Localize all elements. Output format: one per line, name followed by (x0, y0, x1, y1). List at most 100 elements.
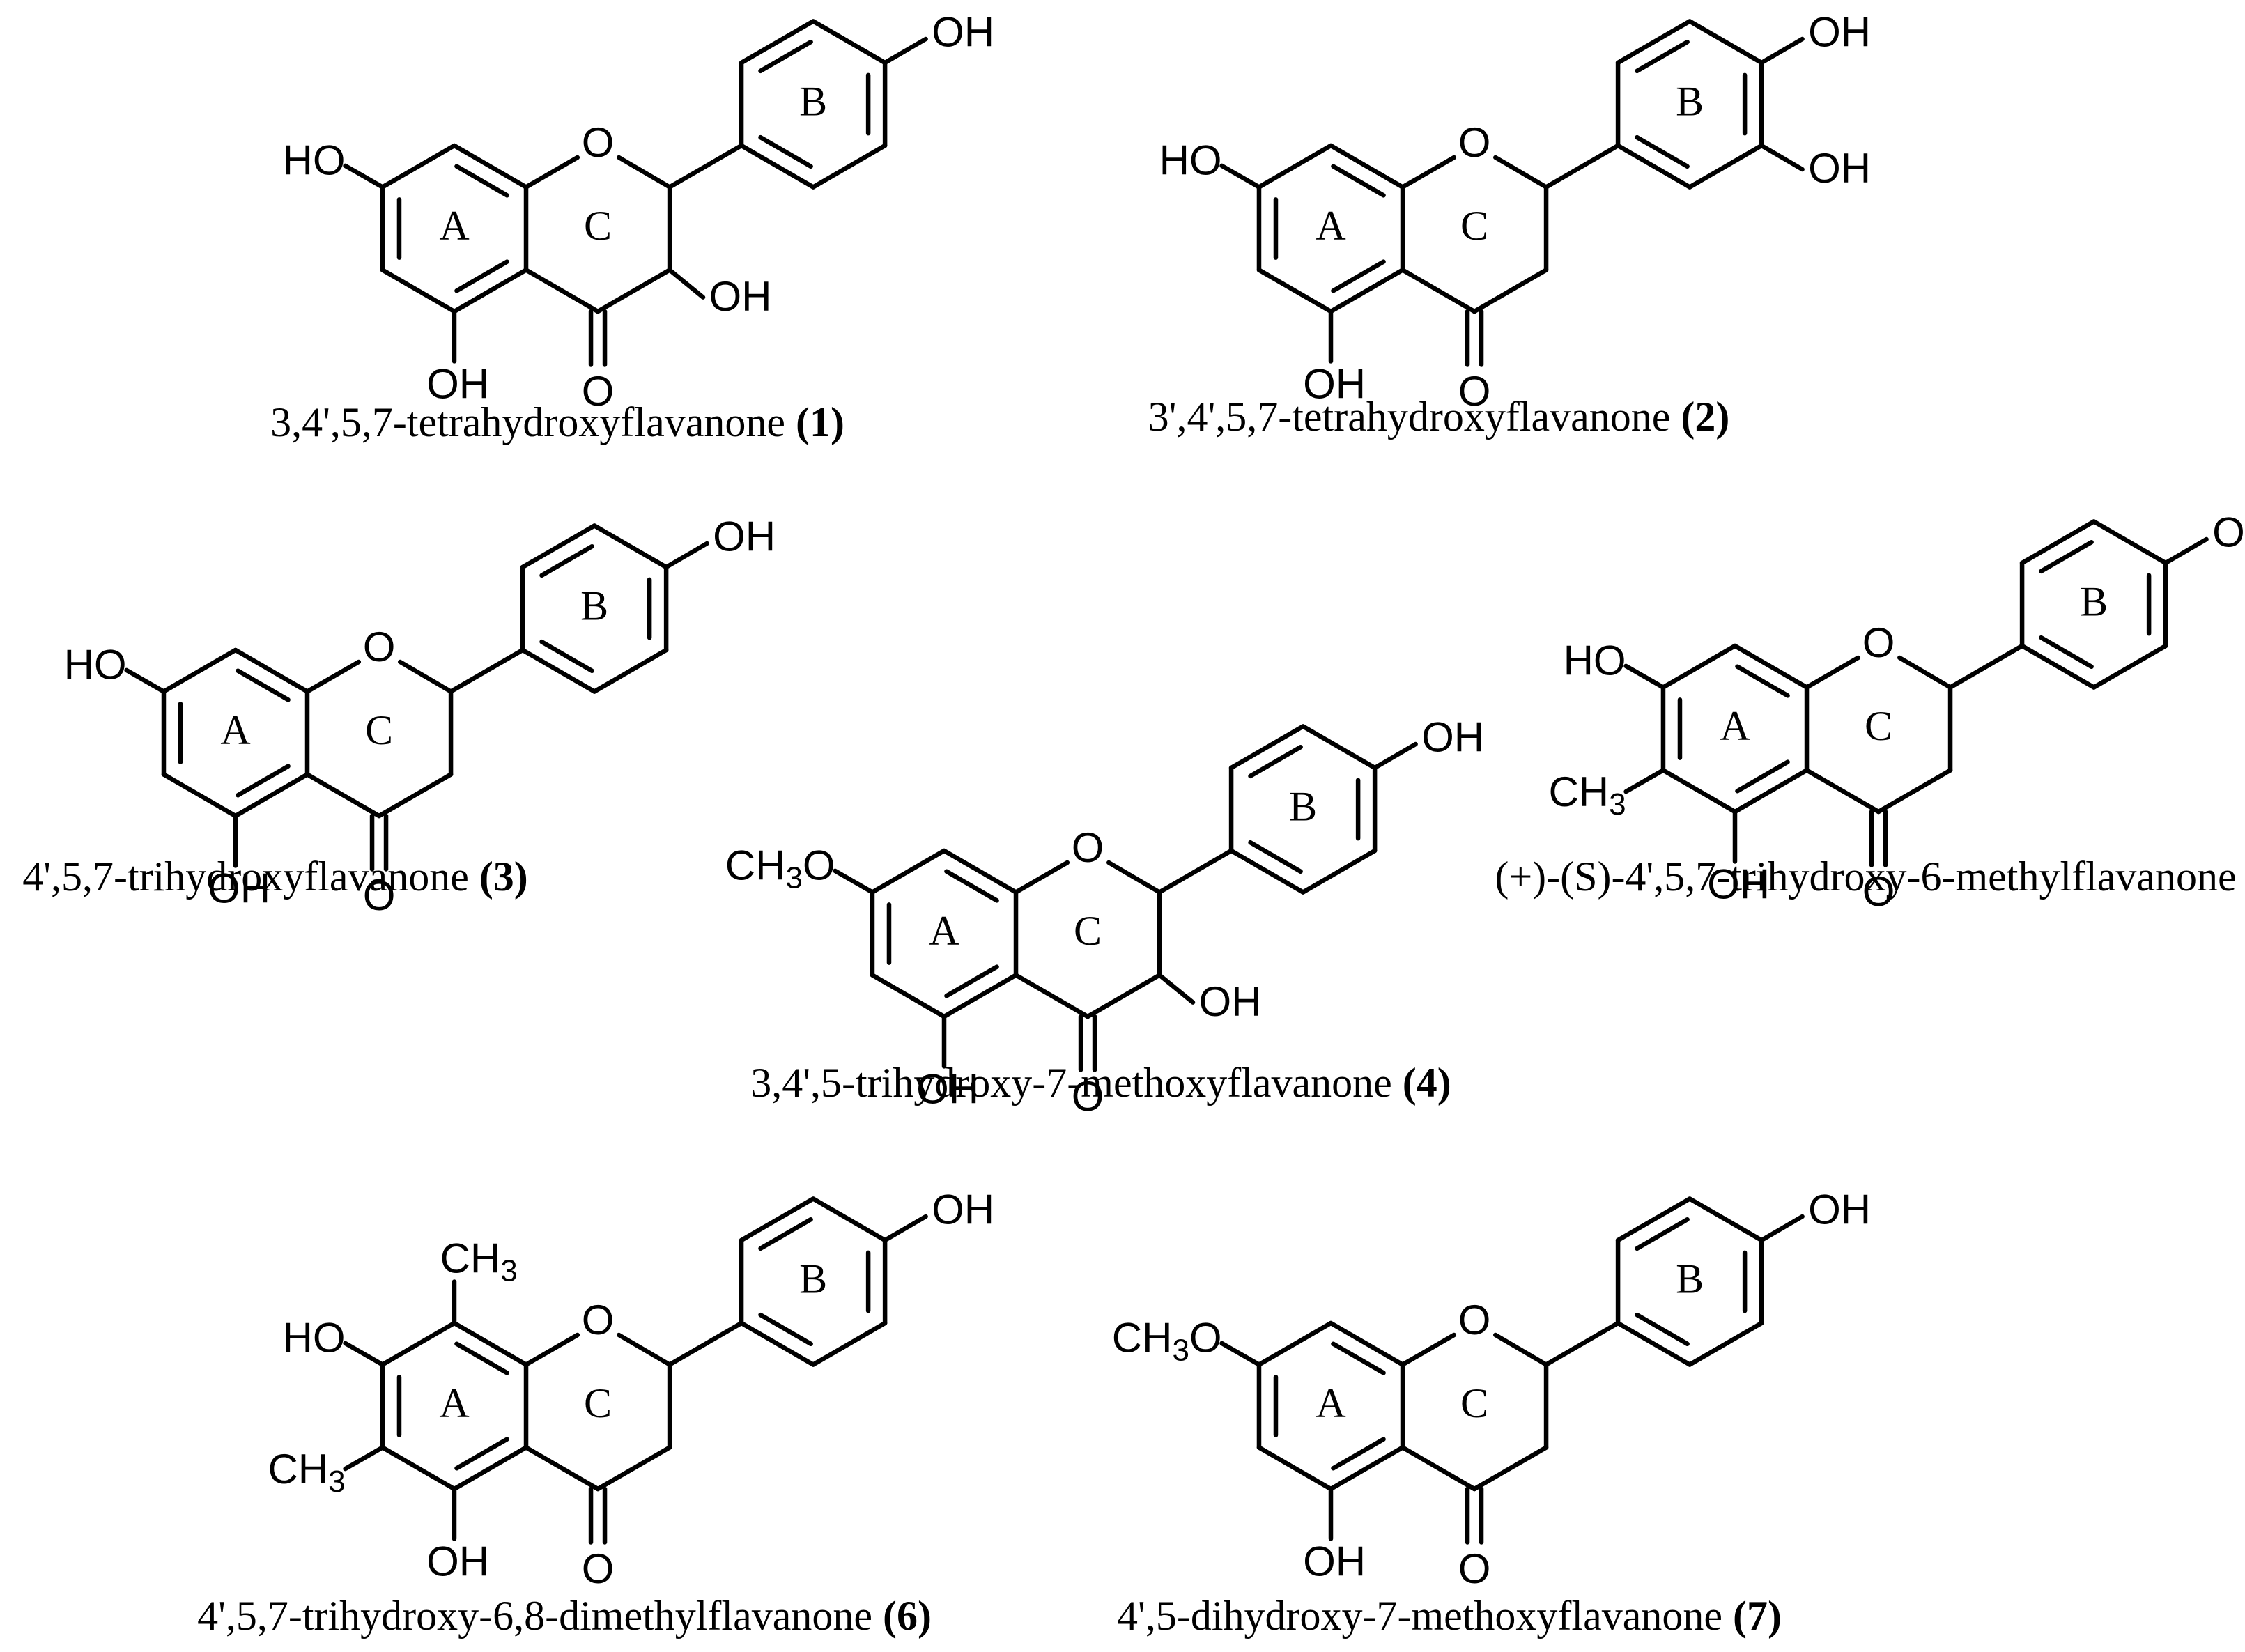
ring-c-bond (617, 1332, 672, 1367)
ring-b-letter: B (799, 1256, 827, 1302)
ring-c-bond (304, 659, 362, 694)
ring-c-bond (523, 155, 580, 190)
aromatic-double-bond (944, 964, 999, 998)
hydroxyl-bond (2163, 536, 2209, 566)
aromatic-double-bond (1735, 664, 1790, 698)
ring-oxygen-label: O (582, 119, 615, 166)
compound-caption: 4',5,7-trihydroxyflavanone (3) (22, 854, 528, 900)
hydroxyl-3-label: OH (709, 273, 772, 320)
ring-b-bond (810, 1320, 888, 1367)
ring-a-letter: A (1720, 703, 1750, 749)
ring-a-bond (1328, 268, 1405, 314)
ring-a-bond (452, 143, 529, 190)
ring-a-bond (233, 647, 310, 694)
ring-a-bond (1732, 768, 1810, 815)
ring-c-bond (1493, 1332, 1549, 1367)
ring-a-bond (452, 1445, 529, 1492)
methyl-6-label: CH3 (268, 1446, 345, 1499)
ring-a-bond (233, 772, 310, 819)
ring-c-bond (398, 659, 454, 694)
compound-number: (3) (479, 854, 528, 900)
hydroxyl-4prime-label: OH (1808, 1187, 1871, 1233)
ring-c-bond (1400, 268, 1477, 314)
compound-caption: 4',5,7-trihydroxy-6,8-dimethylflavanone … (197, 1593, 932, 1639)
compound-name: 4',5,7-trihydroxy-6,8-dimethylflavanone (197, 1593, 883, 1639)
ring-b-bond (810, 143, 888, 190)
c2-b-ring-bond (448, 647, 525, 694)
ring-b-bond (1228, 724, 1306, 771)
substituent-bond (1219, 163, 1262, 190)
aromatic-double-bond (236, 668, 291, 702)
aromatic-double-bond (2039, 539, 2094, 574)
aromatic-double-bond (539, 639, 594, 674)
aromatic-double-bond (944, 869, 999, 903)
aromatic-double-bond (454, 259, 509, 293)
ring-b-bond (2019, 519, 2097, 566)
ring-c-bond (1472, 1445, 1549, 1492)
ring-oxygen-label: O (1458, 1297, 1491, 1343)
c2-b-ring-bond (1543, 143, 1621, 190)
ring-b-letter: B (799, 78, 827, 124)
ring-b-letter: B (1289, 783, 1317, 829)
ring-c-bond (1106, 860, 1162, 895)
ring-a-bond (941, 973, 1019, 1019)
compound-name: 3,4',5,7-tetrahydroxyflavanone (270, 399, 796, 445)
aromatic-double-bond (758, 1217, 813, 1251)
hydroxyl-bond (667, 268, 706, 300)
carbonyl-oxygen-label: O (582, 1545, 615, 1592)
ring-c-bond (617, 155, 672, 190)
hydroxyl-bond (663, 541, 709, 570)
ring-c-bond (1400, 1445, 1477, 1492)
aromatic-double-bond (1635, 1217, 1690, 1251)
compound-caption: 3,4',5,7-tetrahydroxyflavanone (1) (270, 399, 844, 445)
c2-b-ring-bond (667, 143, 744, 190)
substituent-bond (124, 667, 167, 694)
compound-caption: 4',5-dihydroxy-7-methoxyflavanone (7) (1117, 1593, 1782, 1639)
hydroxyl-bond (1157, 973, 1196, 1005)
aromatic-double-bond (758, 134, 813, 169)
ring-b-bond (739, 143, 816, 190)
ring-c-bond (1400, 155, 1457, 190)
ring-c-letter: C (365, 707, 393, 753)
ring-c-bond (1876, 768, 1953, 815)
ring-a-bond (1660, 643, 1738, 690)
ring-c-letter: C (1865, 703, 1892, 749)
ring-a-bond (1732, 643, 1810, 690)
ring-a-letter: A (439, 203, 469, 249)
ring-a-letter: A (1316, 203, 1345, 249)
aromatic-double-bond (1635, 134, 1690, 169)
ring-c-bond (376, 772, 454, 819)
ring-b-bond (739, 1320, 816, 1367)
aromatic-double-bond (1735, 759, 1790, 794)
ring-b-letter: B (1676, 1256, 1704, 1302)
ring-b-bond (1300, 848, 1378, 895)
ring-b-bond (1687, 1196, 1764, 1243)
ring-a-bond (452, 268, 529, 314)
ring-a-letter: A (1316, 1380, 1345, 1426)
ring-c-letter: C (1074, 908, 1102, 954)
compound-caption: 3',4',5,7-tetrahydroxyflavanone (2) (1148, 394, 1730, 440)
ring-c-bond (1400, 1332, 1457, 1367)
hydroxyl-5-label: OH (1303, 1538, 1366, 1585)
aromatic-double-bond (758, 1312, 813, 1347)
methoxy-7-label: CH3O (1112, 1314, 1222, 1367)
carbonyl-oxygen-label: O (582, 368, 615, 415)
hydroxyl-bond (1372, 741, 1418, 771)
aromatic-double-bond (539, 543, 594, 578)
ring-b-bond (1687, 143, 1764, 190)
aromatic-double-bond (236, 764, 291, 798)
ring-b-bond (1228, 848, 1306, 895)
ring-b-bond (2091, 643, 2168, 690)
ring-oxygen-label: O (1458, 119, 1491, 166)
compound-caption: 3,4',5-trihydroxy-7-methoxyflavanone (4) (750, 1060, 1451, 1106)
aromatic-double-bond (2039, 635, 2094, 670)
ring-b-bond (1615, 1320, 1692, 1367)
compound-number: (4) (1403, 1060, 1451, 1106)
ring-c-bond (1472, 268, 1549, 314)
c2-b-ring-bond (1947, 643, 2025, 690)
hydroxyl-7-label: HO (283, 1314, 346, 1361)
hydroxyl-7-label: HO (64, 641, 127, 688)
c2-b-ring-bond (667, 1320, 744, 1367)
